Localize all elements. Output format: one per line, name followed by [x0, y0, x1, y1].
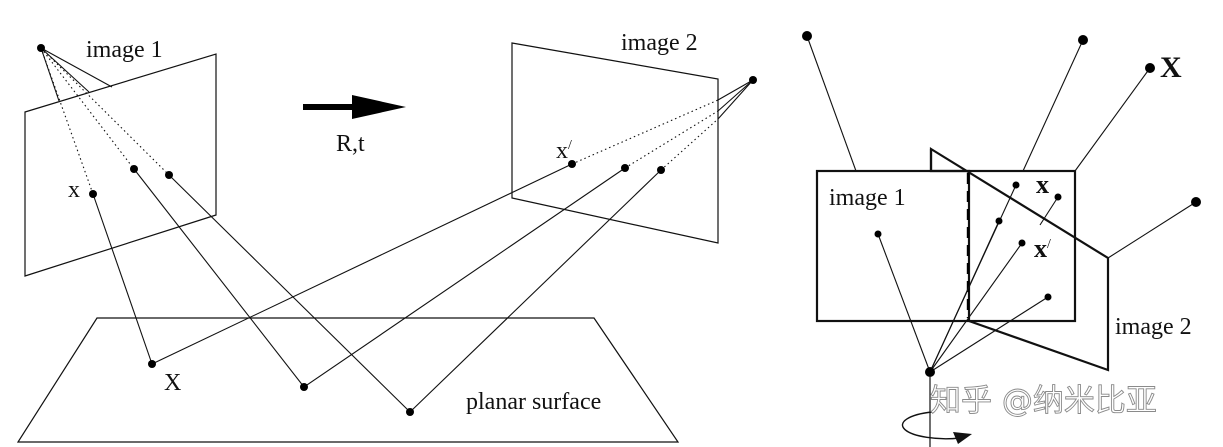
- image-plane-2: [511, 42, 719, 244]
- image-plane-1: [24, 53, 217, 277]
- dotted-ray-c1-p3: [40, 47, 170, 176]
- right-img2-point-2: [1044, 293, 1052, 301]
- prime-mark: /: [568, 138, 572, 153]
- ray-outer-4: [1107, 201, 1197, 259]
- right-point-1: [802, 31, 812, 41]
- world-point-label: X: [164, 370, 181, 396]
- right-image-plane-1: [815, 169, 1077, 323]
- ray-surface-to-q2: [303, 167, 626, 388]
- motion-label: R,t: [336, 131, 365, 157]
- right-img-point-x: [1012, 181, 1020, 189]
- ray-c2-edge-2: [717, 79, 754, 112]
- image2-point-2: [621, 164, 629, 172]
- right-image2-label: image 2: [1115, 314, 1192, 340]
- dotted-ray-c1-x: [40, 47, 94, 195]
- ray-center-p3: [929, 242, 1023, 373]
- planar-surface: [16, 317, 680, 443]
- ray-X-to-xprime: [151, 163, 573, 365]
- right-world-point-label: X: [1160, 51, 1182, 84]
- camera-center-1: [37, 44, 45, 52]
- motion-arrow: [303, 95, 406, 119]
- rotation-arrow: [901, 377, 972, 447]
- right-point-2: [1078, 35, 1088, 45]
- right-img1-point-2: [995, 217, 1003, 225]
- right-img1-point-1: [874, 230, 882, 238]
- right-img-point-xprime: [1018, 239, 1026, 247]
- ray-c1-edge-1: [40, 47, 60, 102]
- right-prime-mark: /: [1047, 237, 1051, 252]
- ray-outer-2: [1022, 39, 1084, 172]
- watermark: 知乎 @纳米比亚: [930, 383, 1157, 419]
- ray-center-p4: [929, 296, 1049, 373]
- right-point-4: [1191, 197, 1201, 207]
- ray-x-to-X: [92, 193, 153, 365]
- ray-outer-3: [1074, 67, 1151, 172]
- dotted-ray-q3-c2: [660, 118, 719, 171]
- right-point-xprime-label: x/: [1034, 234, 1051, 263]
- ray-x-X: [1039, 196, 1059, 226]
- dotted-ray-c1-p2: [40, 47, 135, 170]
- ray-c2-edge-3: [717, 79, 754, 120]
- image1-point-x: [89, 190, 97, 198]
- surface-point-2: [300, 383, 308, 391]
- ray-center-p1: [877, 233, 931, 373]
- right-image1-label: image 1: [829, 185, 906, 211]
- left-panel: image 1 image 2 R,t x x/ X planar surfac…: [16, 30, 757, 443]
- right-img2-point-1: [1054, 193, 1062, 201]
- image2-label: image 2: [621, 30, 698, 56]
- right-point-x-label: x: [1036, 170, 1049, 199]
- ray-surface-to-q3: [409, 169, 662, 413]
- rotation-center: [925, 367, 935, 377]
- right-point-X: [1145, 63, 1155, 73]
- planar-surface-label: planar surface: [466, 389, 601, 415]
- image1-point-3: [165, 171, 173, 179]
- ray-outer-1: [806, 35, 857, 172]
- surface-point-3: [406, 408, 414, 416]
- camera-center-2: [749, 76, 757, 84]
- image1-point-2: [130, 165, 138, 173]
- dotted-ray-q2-c2: [624, 110, 719, 169]
- right-panel: X x x/ image 1 image 2: [802, 31, 1201, 447]
- dotted-ray-xprime-c2: [571, 99, 719, 165]
- surface-point-X: [148, 360, 156, 368]
- point-x-label: x: [68, 177, 80, 203]
- image1-label: image 1: [86, 37, 163, 63]
- point-xprime-label: x/: [556, 138, 572, 164]
- ray-c2-edge-1: [717, 79, 754, 101]
- ray-p2-to-surface: [133, 168, 305, 388]
- ray-center-x: [929, 184, 1017, 373]
- image2-point-xprime: [568, 160, 576, 168]
- ray-c1-edge-2: [40, 47, 90, 93]
- ray-c1-edge-3: [40, 47, 113, 88]
- image2-point-3: [657, 166, 665, 174]
- ray-p3-to-surface: [168, 174, 411, 413]
